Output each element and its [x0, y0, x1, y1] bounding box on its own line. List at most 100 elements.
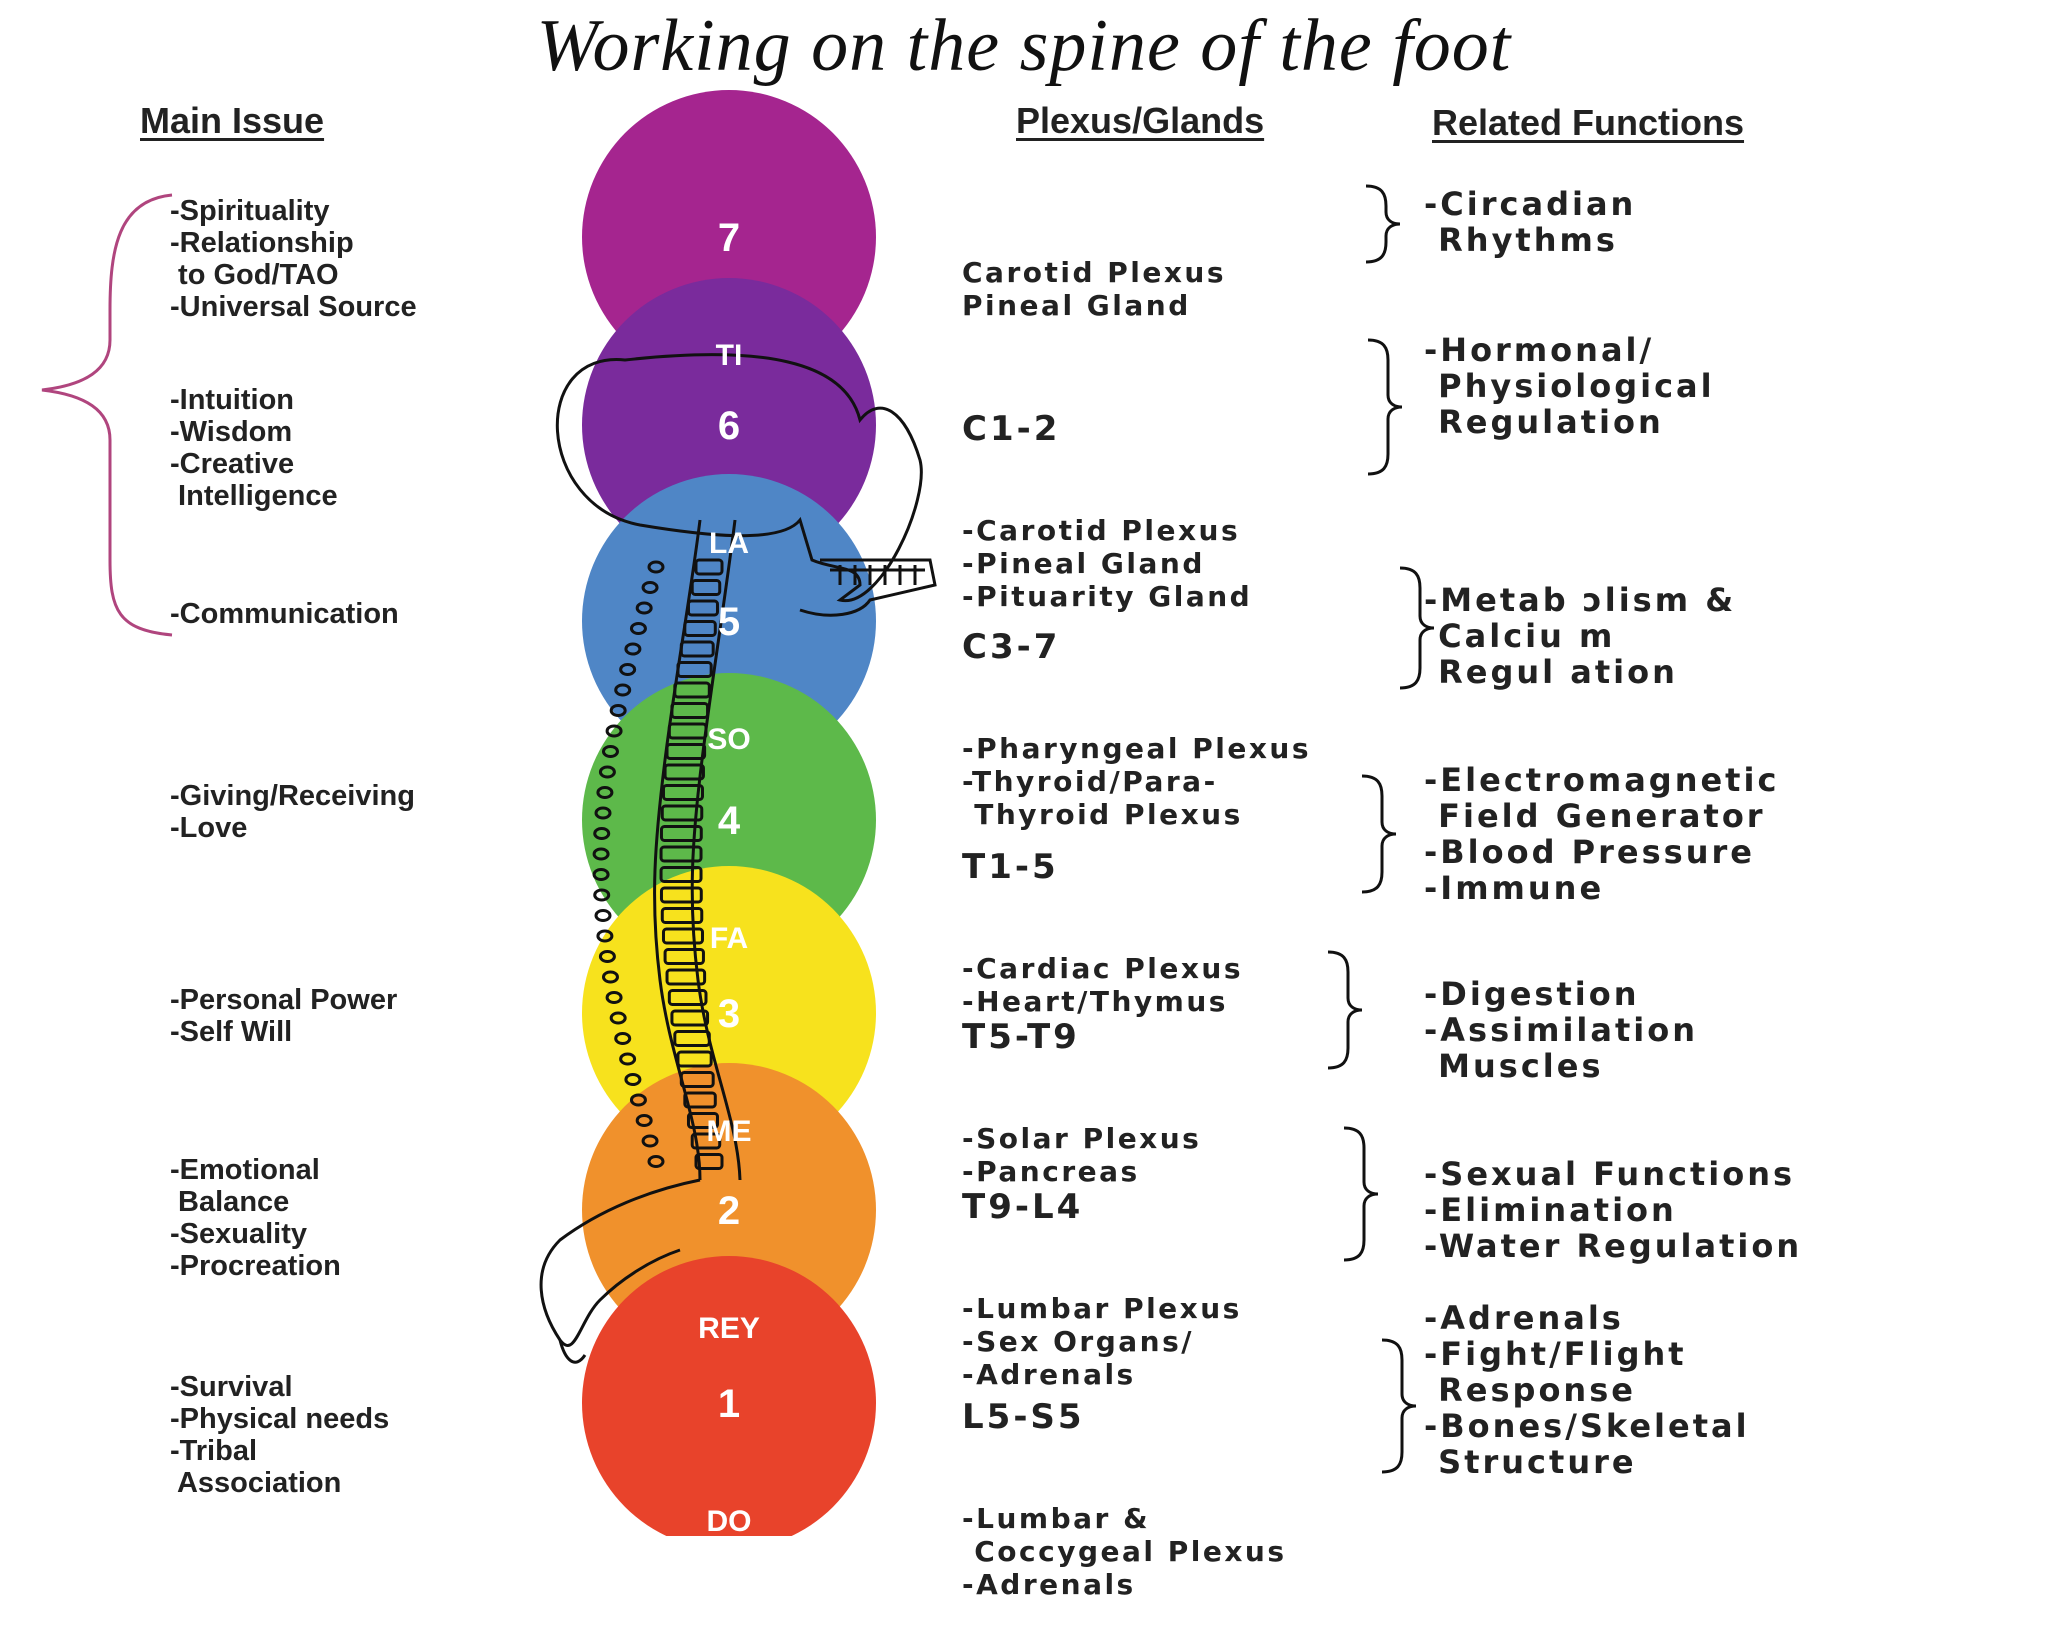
vertebra-process: [614, 1032, 632, 1045]
header-plexus-glands: Plexus/Glands: [1016, 100, 1265, 141]
issues-group-brace: [41, 193, 173, 637]
vertebra-process: [605, 991, 623, 1004]
function-1: -Adrenals -Fight/Flight Response -Bones/…: [1424, 1299, 1750, 1481]
vertebra: [665, 968, 707, 986]
vertebra-process: [629, 622, 647, 635]
vertebra: [670, 702, 710, 719]
vertebra-process: [647, 560, 665, 574]
vertebra: [661, 784, 704, 801]
vertebra-process: [592, 847, 610, 861]
plexus-1-head: L5-S5: [962, 1397, 1085, 1437]
vertebra-process: [605, 724, 623, 738]
vertebra-process: [593, 827, 611, 840]
vertebra: [659, 866, 703, 883]
plexus-5-body: -Pharyngeal Plexus -Thyroid/Para- Thyroi…: [962, 732, 1312, 831]
vertebra-process: [609, 704, 627, 717]
plexus-7-body: Carotid Plexus Pineal Gland: [962, 256, 1227, 322]
chakra-2-note: REY: [698, 1312, 760, 1345]
chakra-5-number: 5: [718, 600, 740, 644]
vertebra-process: [592, 868, 610, 881]
brace-3: [1327, 950, 1363, 1070]
vertebra-process: [624, 1073, 642, 1086]
vertebra-process: [629, 1093, 647, 1107]
vertebra: [663, 763, 705, 781]
function-7: -Circadian Rhythms: [1424, 185, 1637, 259]
plexus-3: T5-T9 -Solar Plexus -Pancreas: [962, 952, 1402, 1221]
chakra-2-number: 2: [718, 1189, 740, 1233]
plexus-2-head: T9-L4: [962, 1187, 1084, 1227]
vertebra-process: [598, 765, 616, 779]
brace-4: [1361, 774, 1397, 894]
vertebra: [665, 743, 707, 760]
vertebra: [661, 927, 704, 945]
vertebra: [690, 1132, 722, 1150]
vertebra: [673, 1030, 711, 1047]
page-title: Working on the spine of the foot: [536, 5, 1512, 87]
vertebra: [659, 825, 703, 842]
brace-2: [1343, 1126, 1379, 1262]
vertebra-process: [601, 745, 619, 758]
vertebra: [663, 948, 705, 965]
vertebra: [686, 1112, 719, 1129]
chakra-5-note: SO: [707, 723, 750, 756]
vertebra: [679, 640, 715, 658]
vertebra-process: [641, 1134, 659, 1148]
plexus-7: Carotid Plexus Pineal Gland: [962, 190, 1402, 355]
plexus-1-body: -Lumbar & Coccygeal Plexus -Adrenals: [962, 1502, 1287, 1601]
main-issue-3: -Personal Power -Self Will: [170, 984, 398, 1048]
function-4: -Electromagnetic Field Generator -Blood …: [1424, 761, 1780, 907]
brace-7: [1365, 184, 1401, 264]
brace-6: [1367, 338, 1403, 476]
plexus-6-body: -Carotid Plexus -Pineal Gland -Pituarity…: [962, 514, 1253, 613]
vertebra-process: [593, 888, 611, 902]
plexus-4-head: T1-5: [962, 847, 1059, 887]
vertebrae: [592, 558, 724, 1170]
vertebra-process: [641, 581, 659, 594]
plexus-6-head: C1-2: [962, 409, 1061, 449]
vertebra: [667, 989, 708, 1006]
function-3: -Digestion -Assimilation Muscles: [1424, 975, 1699, 1085]
vertebra-process: [619, 1052, 637, 1066]
plexus-5-head: C3-7: [962, 627, 1061, 667]
vertebra: [659, 845, 703, 863]
vertebra-process: [598, 950, 616, 963]
plexus-2: T9-L4 -Lumbar Plexus -Sex Organs/ -Adren…: [962, 1122, 1402, 1424]
chakra-3-number: 3: [718, 992, 740, 1036]
plexus-3-body: -Solar Plexus -Pancreas: [962, 1122, 1202, 1188]
vertebra: [670, 1009, 710, 1027]
vertebra: [659, 886, 703, 904]
main-issue-6: -Intuition -Wisdom -Creative Intelligenc…: [170, 384, 338, 512]
skeleton-spine-drawing: [539, 353, 937, 1364]
function-6: -Hormonal/ Physiological Regulation: [1424, 331, 1715, 441]
vertebra: [676, 1050, 713, 1068]
function-5: -Metab ɔlism & Calciu m Regul ation: [1424, 581, 1737, 691]
vertebra-process: [619, 663, 637, 676]
vertebra: [660, 804, 704, 822]
chakra-4-number: 4: [718, 799, 741, 843]
vertebra: [686, 599, 719, 617]
vertebra: [683, 620, 717, 637]
plexus-6: C1-2 -Carotid Plexus -Pineal Gland -Pitu…: [962, 344, 1402, 646]
header-main-issue: Main Issue: [140, 100, 325, 141]
chakra-3-note: ME: [707, 1115, 752, 1148]
vertebra-process: [624, 642, 642, 656]
main-issue-2: -Emotional Balance -Sexuality -Procreati…: [170, 1154, 341, 1282]
vertebra-process: [614, 683, 632, 697]
brace-1: [1381, 1338, 1417, 1474]
header-related-functions: Related Functions: [1432, 102, 1745, 143]
chakra-1-note: DO: [707, 1505, 752, 1536]
vertebra-process: [635, 1114, 653, 1127]
function-2: -Sexual Functions -Elimination -Water Re…: [1424, 1155, 1803, 1265]
vertebra: [683, 1091, 717, 1109]
plexus-4: T1-5 -Cardiac Plexus -Heart/Thymus: [962, 782, 1402, 1051]
chakra-1-number: 1: [718, 1382, 740, 1426]
vertebra-process: [609, 1011, 627, 1025]
plexus-3-head: T5-T9: [962, 1017, 1080, 1057]
plexus-1: L5-S5 -Lumbar & Coccygeal Plexus -Adrena…: [962, 1332, 1402, 1634]
vertebra-process: [647, 1155, 665, 1168]
chakra-1-circle: [582, 1256, 876, 1536]
chakra-6-note: LA: [709, 527, 749, 560]
vertebra: [694, 1153, 724, 1170]
chakra-4-note: FA: [710, 922, 748, 955]
